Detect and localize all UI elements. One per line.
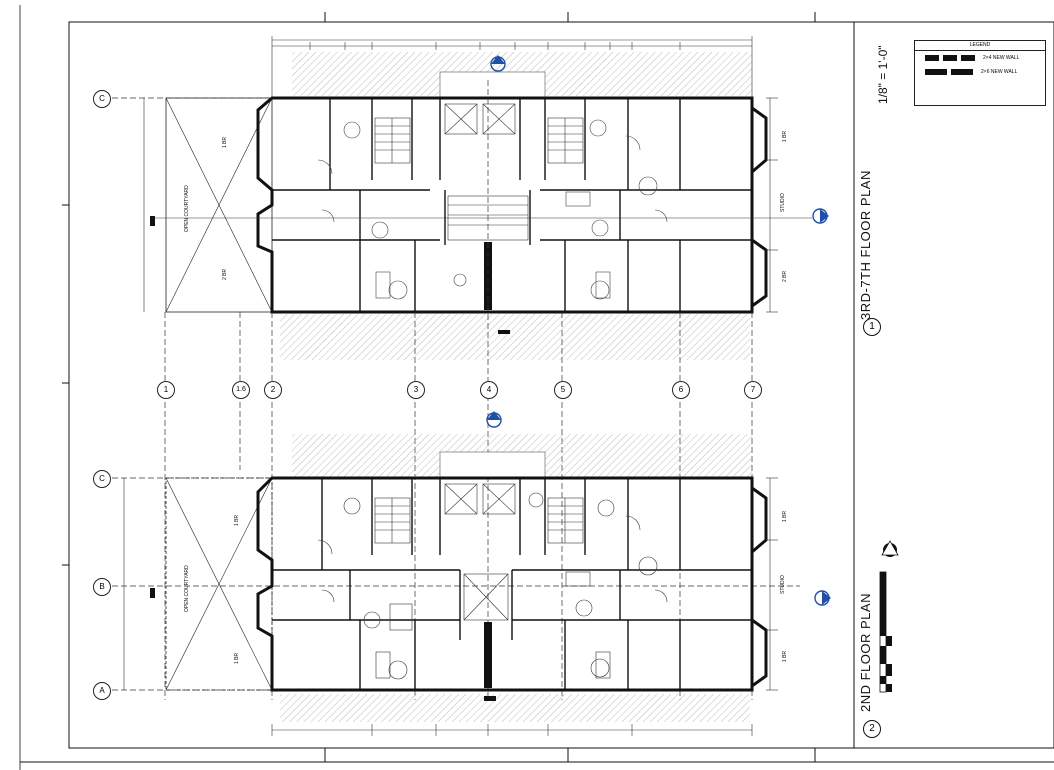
legend: LEGEND 2×4 NEW WALL 2×6 NEW WALL	[914, 40, 1046, 106]
room-tag: 2 BR	[222, 268, 228, 280]
grid-bubble: A	[93, 682, 111, 700]
wall-swatch-icon	[925, 55, 939, 61]
plan-title-lower: 2ND FLOOR PLAN	[858, 593, 873, 712]
room-tag: 1 BR	[234, 514, 240, 526]
section-marker-icon	[812, 208, 829, 224]
wall-swatch-icon	[961, 55, 975, 61]
legend-item: 2×4 NEW WALL	[925, 55, 1019, 61]
room-tag: 1 BR	[222, 136, 228, 148]
room-tag: 1 BR	[234, 652, 240, 664]
north-arrow-icon	[881, 540, 899, 557]
grid-lines	[112, 80, 800, 700]
room-tag: 1 BR	[782, 510, 788, 522]
room-tag: OPEN COURTYARD	[184, 185, 190, 232]
grid-bubble: 1.6	[232, 381, 250, 399]
room-tag: STUDIO	[780, 193, 786, 212]
legend-item-label: 2×6 NEW WALL	[981, 69, 1018, 75]
grid-bubble: 5	[554, 381, 572, 399]
plan-scale: 1/8" = 1'-0"	[876, 45, 890, 104]
grid-bubble: 7	[744, 381, 762, 399]
upper-floor-plan	[143, 36, 829, 360]
grid-bubble: 3	[407, 381, 425, 399]
grid-bubble: 1	[157, 381, 175, 399]
room-tag: 1 BR	[782, 130, 788, 142]
section-marker-icon	[814, 590, 831, 606]
wall-swatch-icon	[925, 69, 947, 75]
room-tag: 1 BR	[782, 650, 788, 662]
wall-swatch-icon	[951, 69, 973, 75]
plan-number-bubble: 1	[863, 318, 881, 336]
grid-bubble: C	[93, 470, 111, 488]
wall-swatch-icon	[943, 55, 957, 61]
room-tag: 2 BR	[782, 270, 788, 282]
plan-title-upper: 3RD-7TH FLOOR PLAN	[858, 170, 873, 320]
room-tag: STUDIO	[780, 575, 786, 594]
grid-bubble: B	[93, 578, 111, 596]
grid-bubble: 4	[480, 381, 498, 399]
grid-bubble: 2	[264, 381, 282, 399]
lower-floor-plan	[123, 411, 831, 736]
legend-item: 2×6 NEW WALL	[925, 69, 1017, 75]
sheet-border	[68, 21, 1054, 749]
plan-number-bubble: 2	[863, 720, 881, 738]
legend-item-label: 2×4 NEW WALL	[983, 55, 1020, 61]
legend-title: LEGEND	[915, 41, 1045, 51]
grid-bubble: C	[93, 90, 111, 108]
room-tag: OPEN COURTYARD	[184, 565, 190, 612]
section-marker-icon	[490, 55, 506, 72]
grid-bubble: 6	[672, 381, 690, 399]
section-marker-icon	[486, 411, 502, 428]
graphic-scale	[879, 571, 892, 693]
